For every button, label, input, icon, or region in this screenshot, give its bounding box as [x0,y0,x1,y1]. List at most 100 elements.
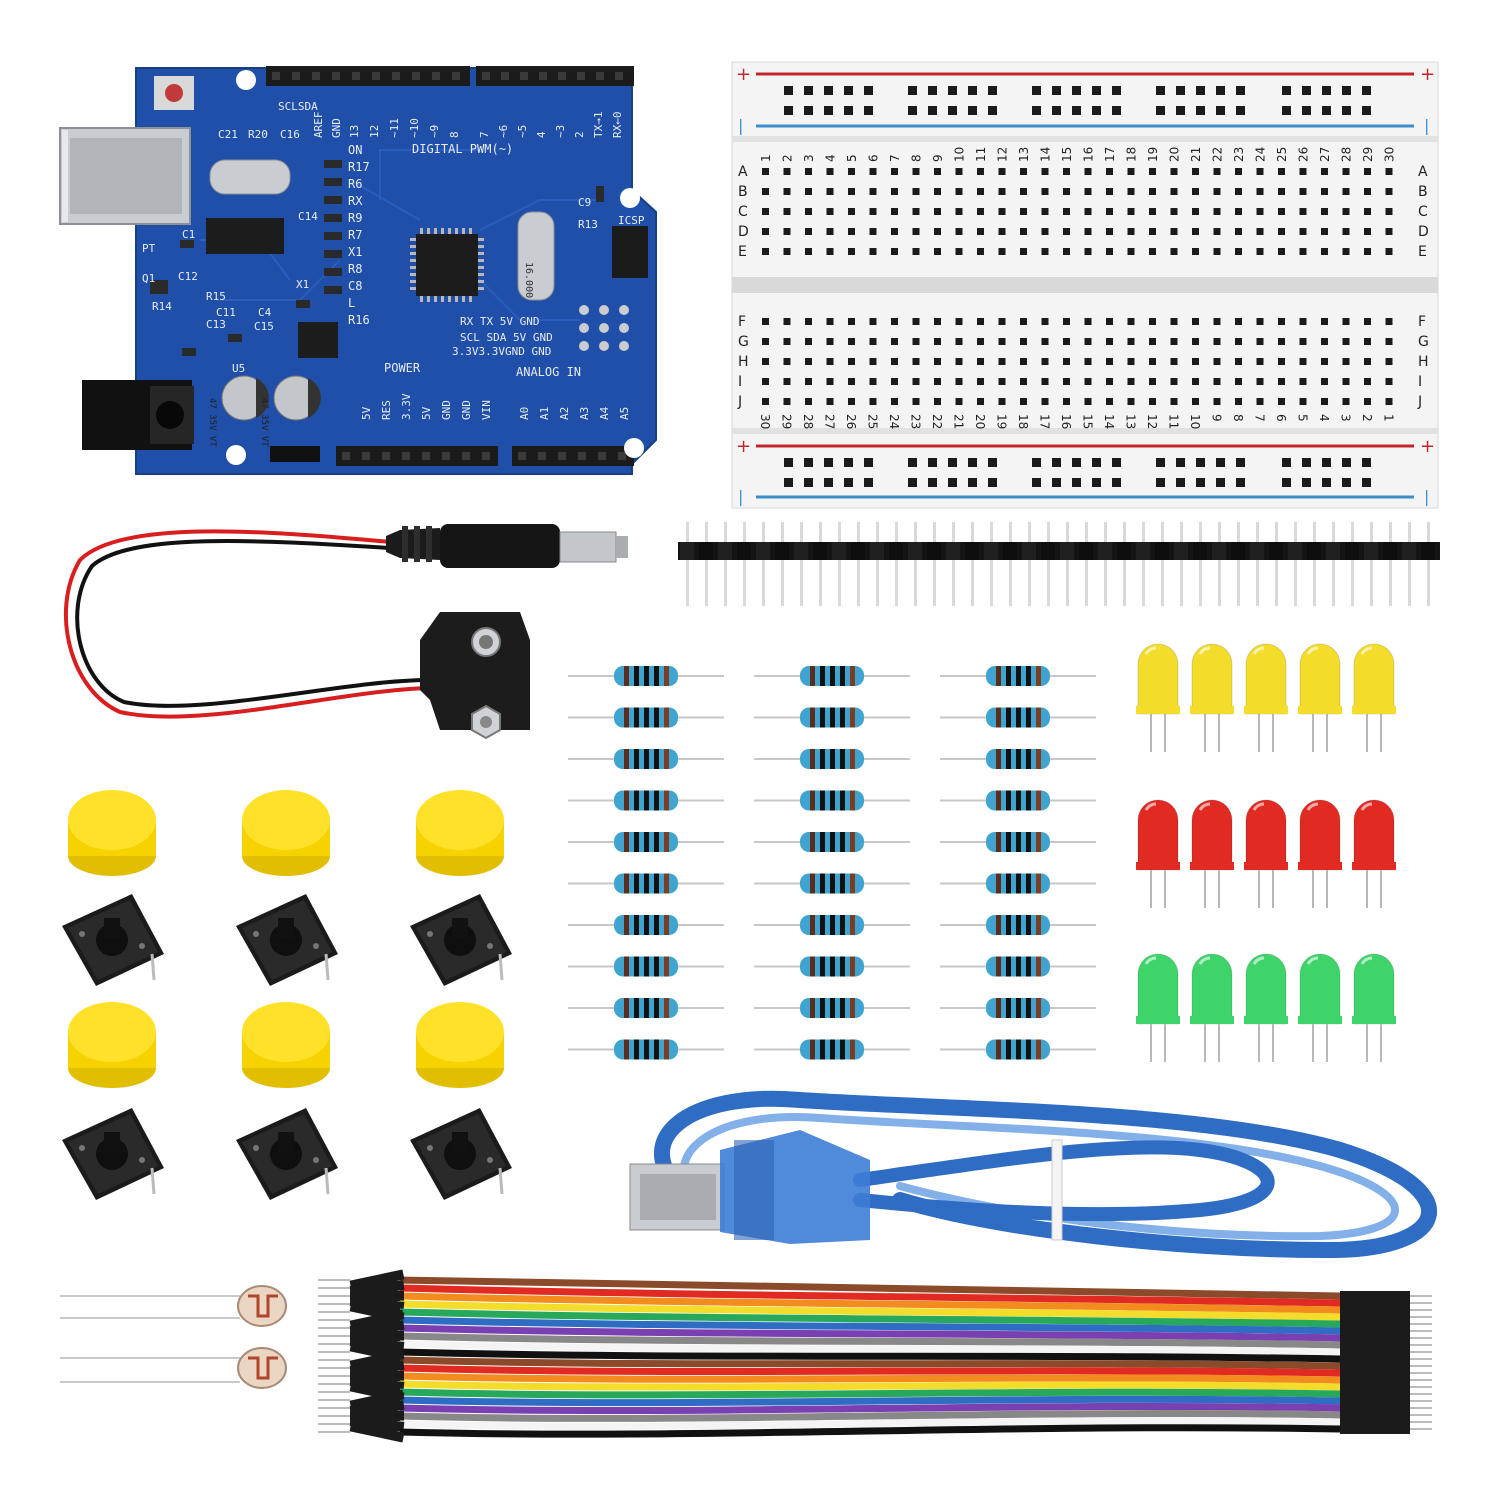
header-pin [800,522,803,542]
resistor [568,832,724,852]
rail-plus-tl: + [736,64,751,85]
header-pin [971,560,974,606]
component-label: C16 [280,128,300,141]
resistor [754,790,910,811]
header-pin [705,560,708,606]
power-pin-label: 5V [420,406,433,420]
board-side-label: C8 [348,279,362,293]
breadboard-column-label: 13 [1017,147,1031,162]
breadboard-column-label: 20 [973,414,987,429]
sclsda-label: SCLSDA [278,100,318,113]
digital-pin-label: RX←0 [611,112,624,139]
header-pin [1180,522,1183,542]
resistor [940,873,1096,894]
jumper-wire [318,1280,1432,1308]
header-pin [838,522,841,542]
digital-pin-label: TX→1 [592,112,605,139]
breadboard-row-label: C [738,204,748,220]
header-pin [1123,560,1126,606]
power-header-label: POWER [384,361,421,375]
component-label: Q1 [142,272,155,285]
header-pin [933,560,936,606]
breadboard-row-label: H [738,354,749,370]
breadboard-column-label: 2 [781,154,795,162]
led [1352,953,1396,1062]
board-side-label: R16 [348,313,370,327]
component-label: C4 [258,306,272,319]
led [1244,799,1288,908]
header-pin [1408,522,1411,542]
header-pin [1199,560,1202,606]
resistor [568,666,724,686]
breadboard-column-label: 30 [758,414,772,429]
breadboard-row-label: B [1418,184,1428,200]
header-row-3: 3.3V3.3VGND GND [452,345,551,358]
header-pin [1256,522,1259,542]
resistor [754,1039,910,1060]
header-pin [743,560,746,606]
breadboard-column-label: 4 [824,154,838,162]
rail-plus-br: + [1420,436,1435,457]
resistor [568,956,724,977]
breadboard-row-label: I [1418,374,1422,390]
tactile-switch [62,1108,164,1200]
digital-pin-label: 12 [368,125,381,138]
digital-pin-label: 2 [573,131,586,138]
component-label: R13 [578,218,598,231]
breadboard-column-label: 7 [1253,414,1267,422]
resistor [754,666,910,686]
resistor [568,749,724,769]
breadboard-row-label: D [1418,224,1429,240]
resistor [940,749,1096,769]
resistor [940,790,1096,811]
breadboard-column-label: 18 [1016,414,1030,429]
header-pin [1294,560,1297,606]
led [1136,953,1180,1062]
breadboard-column-label: 12 [1145,414,1159,429]
component-label: C1 [182,228,195,241]
breadboard-column-label: 14 [1102,414,1116,429]
header-pin [762,522,765,542]
breadboard-row-label: G [738,334,749,350]
icsp-label: ICSP [618,214,645,227]
resistor [568,915,724,935]
resistor [754,998,910,1018]
breadboard-row-label: J [1417,394,1422,410]
digital-pin-label: 7 [478,131,491,138]
component-label: R20 [248,128,268,141]
led [1136,799,1180,908]
board-side-label: ON [348,143,362,157]
breadboard-row-label: D [738,224,749,240]
header-pin [1389,560,1392,606]
rail-minus-bl: | [738,487,743,506]
breadboard-row-label: A [1418,164,1428,180]
breadboard-column-label: 8 [1231,414,1245,422]
breadboard-column-label: 21 [1189,147,1203,162]
breadboard-column-label: 23 [909,414,923,429]
breadboard-column-label: 11 [974,147,988,162]
breadboard-column-label: 7 [888,154,902,162]
resistor [754,832,910,852]
digital-pin-label: ~9 [428,125,441,138]
component-label: C9 [578,196,591,209]
jumper-wire [318,1331,1432,1350]
breadboard-column-label: 12 [996,147,1010,162]
jumper-wire [318,1341,1432,1364]
component-label: X1 [296,278,309,291]
cap1-label: 47 35V VT [207,398,217,447]
header-pin [1104,522,1107,542]
breadboard-column-label: 24 [1254,147,1268,162]
power-pin-label: GND [460,400,473,420]
analog-pin-label: A4 [598,406,611,420]
header-pin [781,522,784,542]
tactile-switch [410,1108,512,1200]
header-pin [1218,560,1221,606]
header-pin [724,522,727,542]
breadboard-row-label: J [737,394,742,410]
digital-pin-label: 13 [348,125,361,138]
resistor [754,915,910,935]
resistor [940,1039,1096,1060]
power-pin-label: GND [440,400,453,420]
resistor [940,707,1096,728]
board-side-label: RX [348,194,363,208]
